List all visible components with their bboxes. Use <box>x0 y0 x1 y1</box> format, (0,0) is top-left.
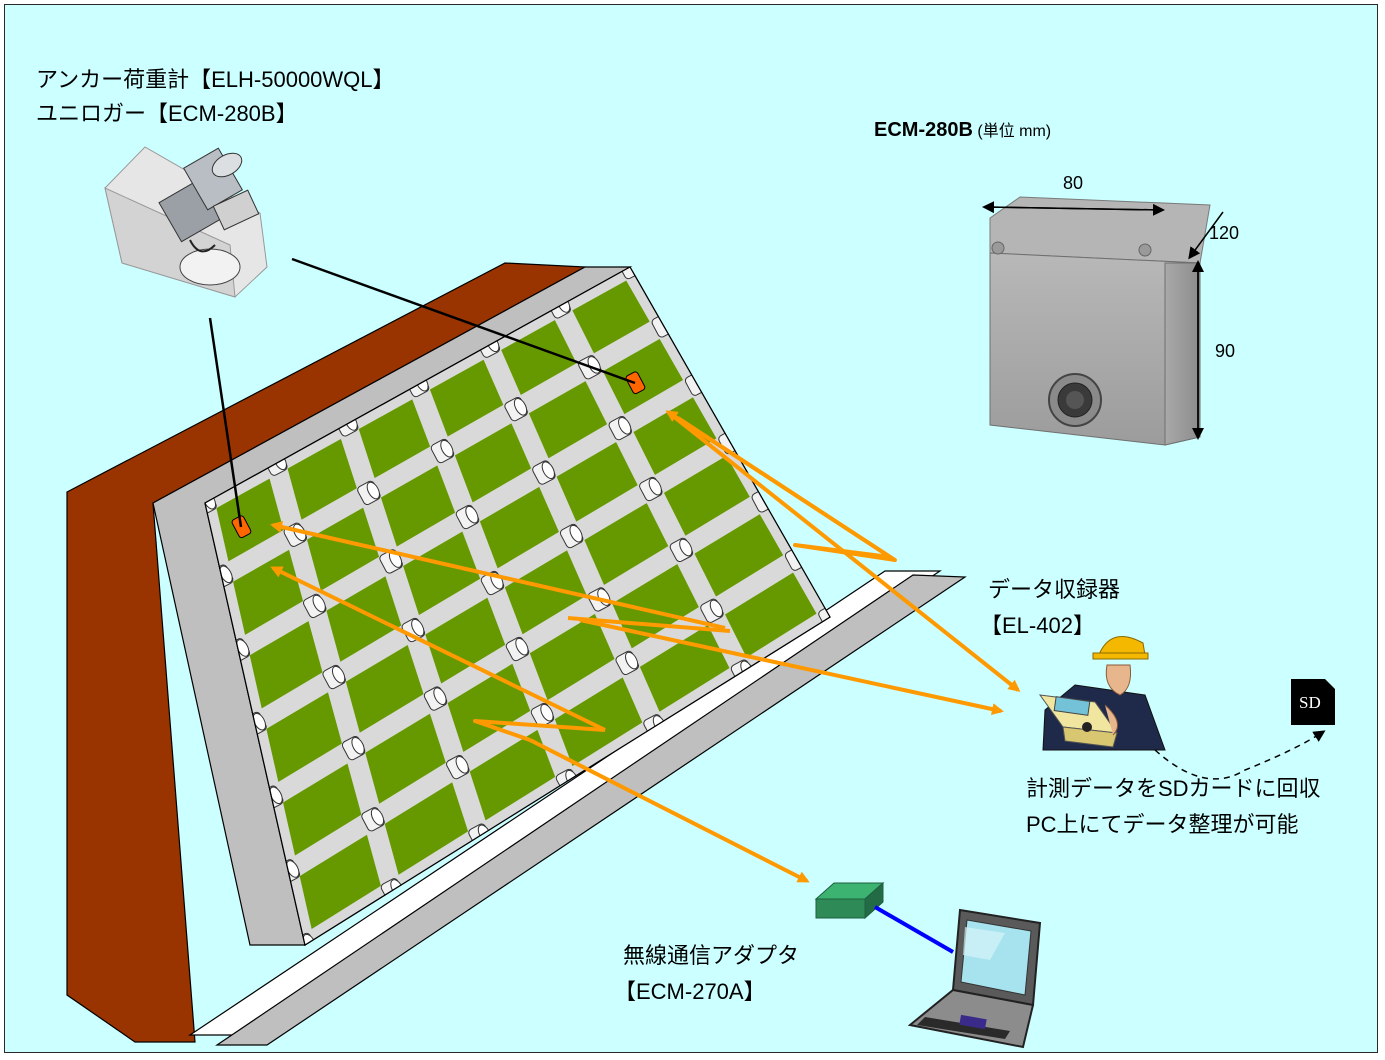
anchor-head <box>322 664 346 690</box>
anchor-head <box>302 593 327 619</box>
anchor-head <box>357 480 381 506</box>
wireless-adapter-model: 【ECM-270A】 <box>614 979 766 1004</box>
base-trough <box>215 574 967 1046</box>
anchor-head <box>455 504 480 530</box>
diagram-canvas: SD アンカー荷重計【ELH-50000WQL】 ユニロガー【ECM-280B】… <box>4 4 1378 1053</box>
spec-unit: (単位 mm) <box>977 123 1052 140</box>
anchor-head <box>532 460 556 485</box>
anchor-head <box>430 438 455 464</box>
signal-arrows <box>270 410 1021 883</box>
slope-monitoring-illustration: SD <box>66 146 1335 1049</box>
anchor-head <box>700 598 724 623</box>
leader-line-right <box>291 257 636 385</box>
dimension-depth: 120 <box>1209 223 1240 243</box>
unilogger-label: ユニロガー【ECM-280B】 <box>36 101 298 126</box>
anchor-head <box>559 523 584 549</box>
leader-line-left <box>208 317 243 528</box>
logger-box-image <box>982 196 1224 446</box>
anchor-head <box>341 735 366 761</box>
spec-model: ECM-280B <box>874 119 973 141</box>
anchor-head <box>639 476 663 502</box>
anchor-load-cell-image <box>104 146 268 298</box>
worker-with-recorder-image <box>1038 636 1166 751</box>
anchor-head <box>615 650 639 676</box>
anchor-head <box>423 686 448 711</box>
anchor-head <box>608 415 633 441</box>
anchor-load-cell-label: アンカー荷重計【ELH-50000WQL】 <box>36 67 395 92</box>
data-recorder-model: 【EL-402】 <box>980 613 1095 638</box>
sd-note-line-1: 計測データをSDカードに回収 <box>1026 776 1321 801</box>
data-recorder-label: データ収録器 <box>988 577 1121 602</box>
anchor-load-cell-marker-right <box>625 371 646 395</box>
anchor-head <box>505 636 530 662</box>
wireless-adapter-image <box>814 881 885 920</box>
wireless-adapter-label: 無線通信アダプタ <box>623 943 800 968</box>
sd-note-line-2: PC上にてデータ整理が可能 <box>1026 812 1299 837</box>
dimension-width: 80 <box>1063 173 1084 193</box>
usb-cable <box>874 905 954 954</box>
laptop-image <box>907 908 1042 1049</box>
anchor-head <box>446 754 470 780</box>
earth-embankment <box>66 262 588 1043</box>
anchor-head <box>669 537 694 563</box>
sd-card-label: SD <box>1299 693 1321 712</box>
anchor-head <box>361 807 385 832</box>
spec-heading: ECM-280B (単位 mm) <box>874 117 1051 142</box>
anchor-head <box>530 702 555 728</box>
dimension-height: 90 <box>1215 341 1236 361</box>
sd-transfer-arrow <box>1154 730 1326 780</box>
anchor-head <box>504 396 528 422</box>
sd-card-image: SD <box>1291 679 1335 725</box>
